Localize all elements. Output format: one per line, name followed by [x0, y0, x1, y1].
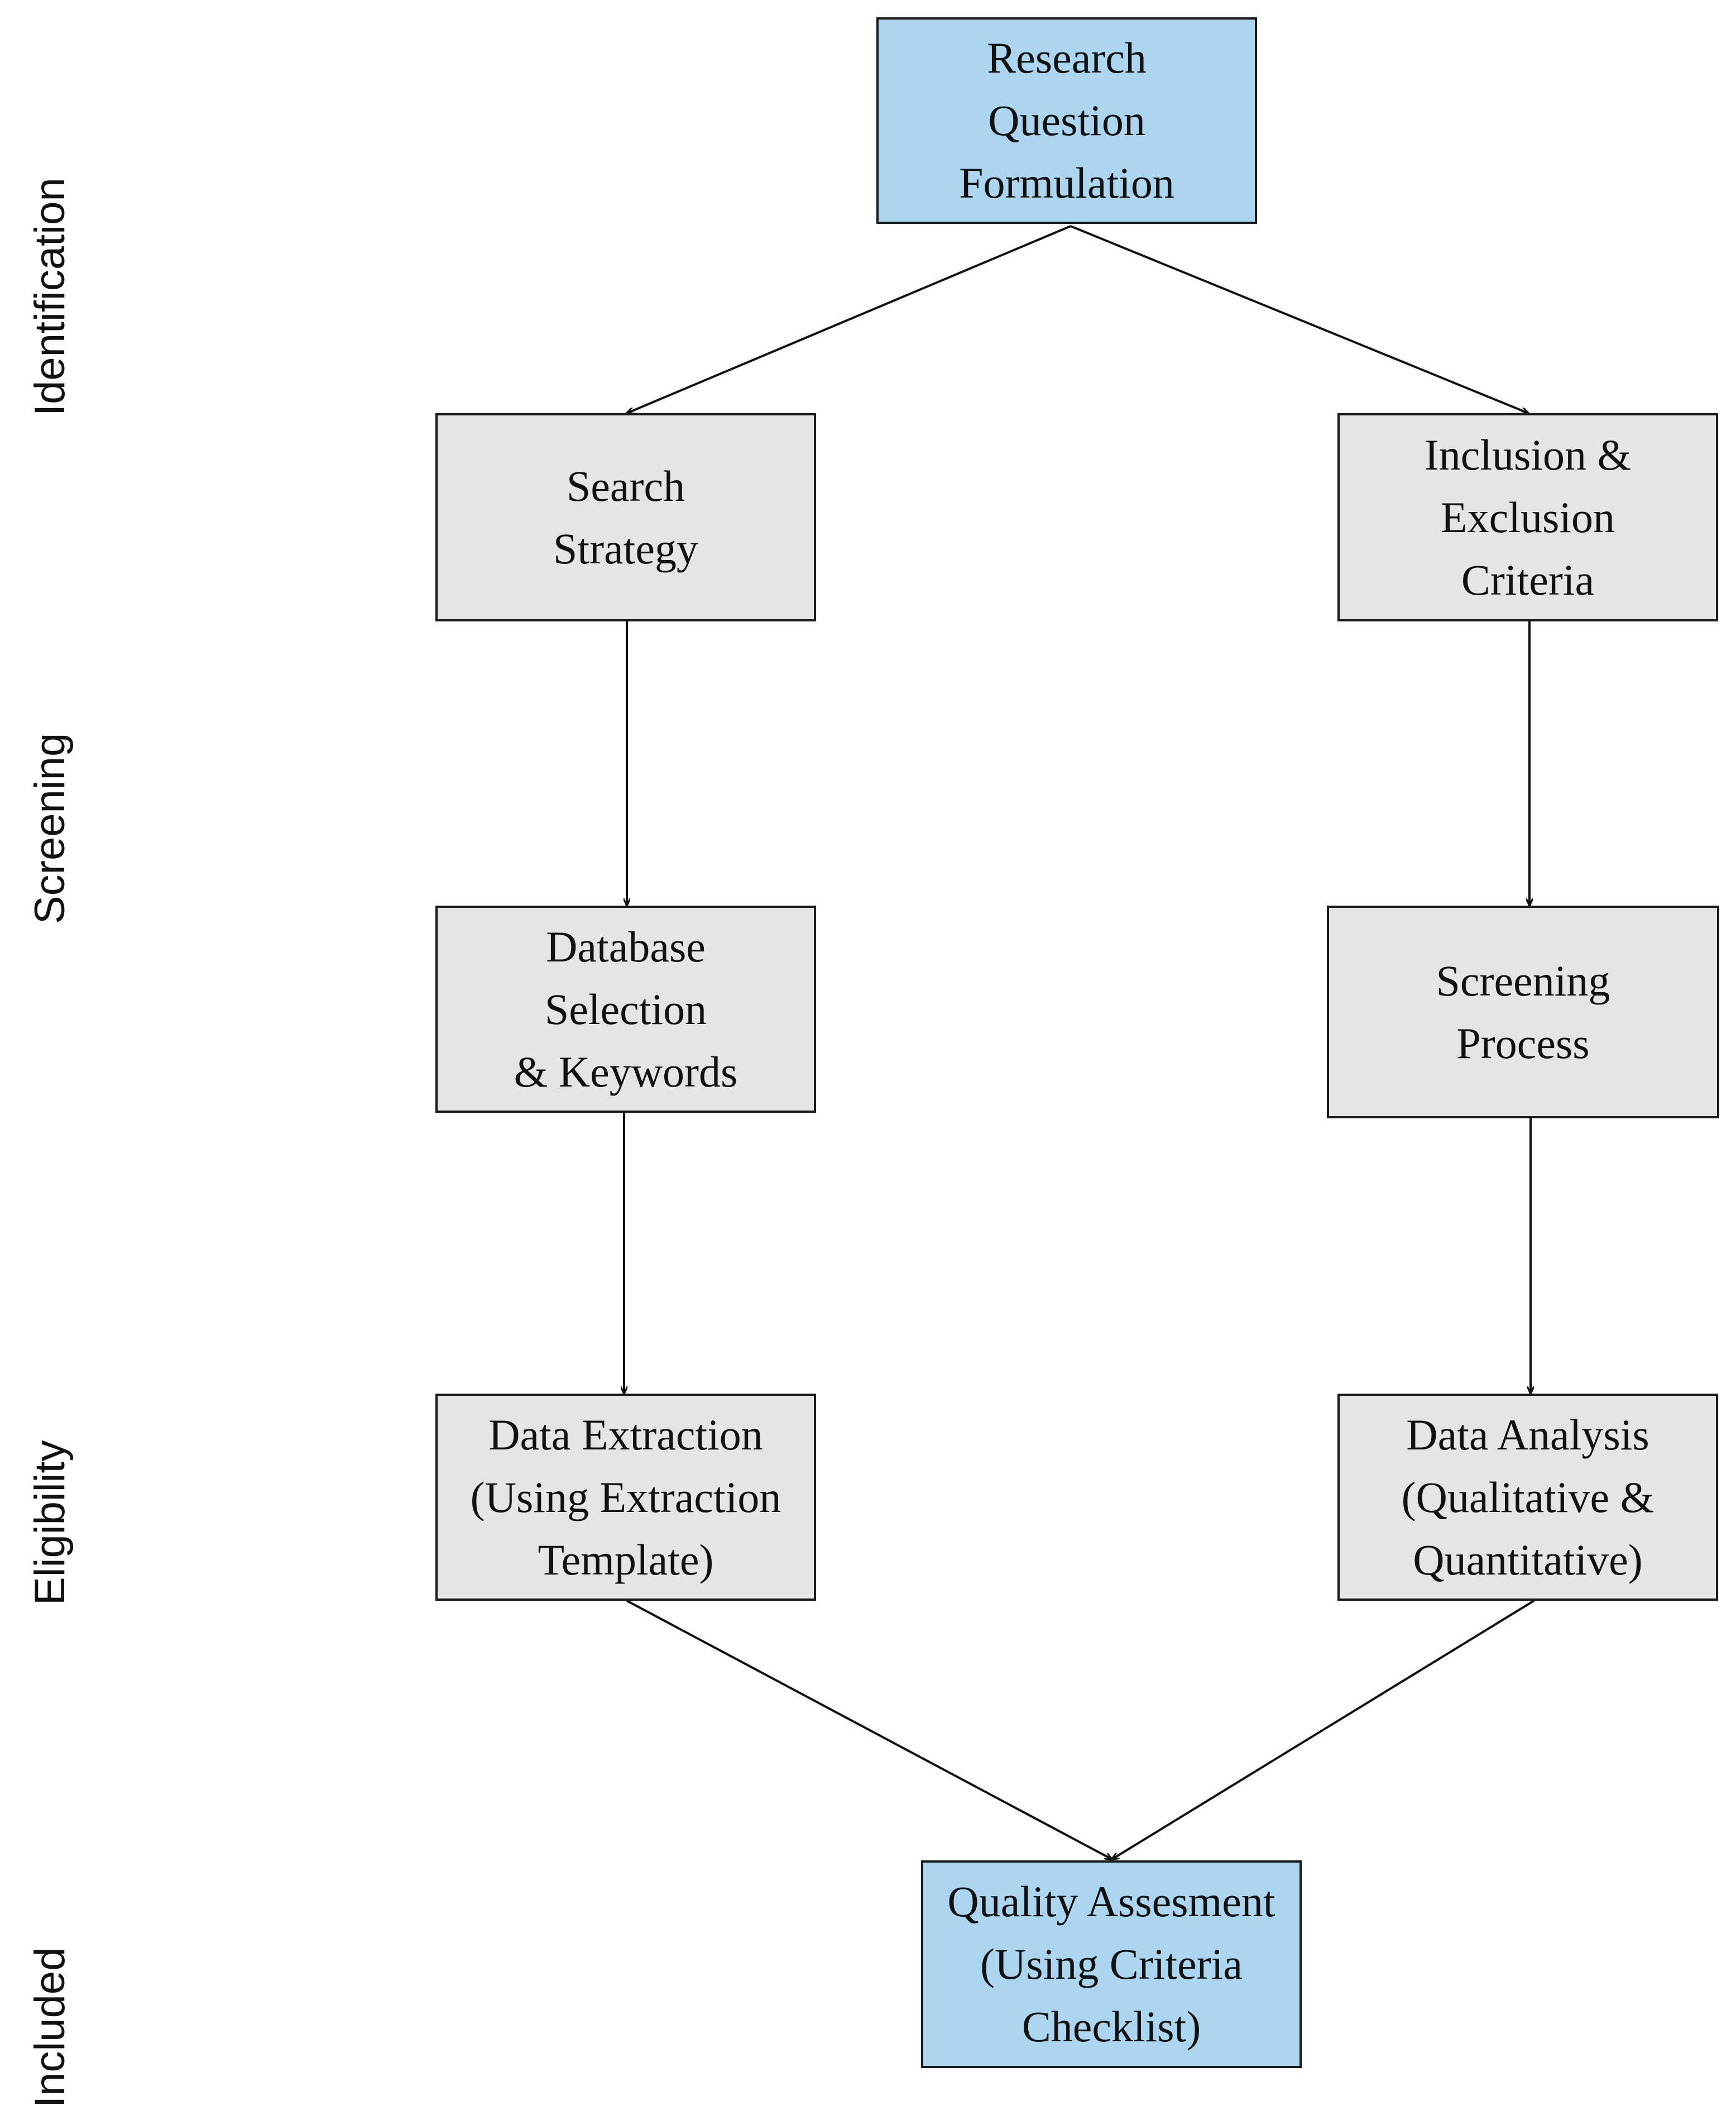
node-text-line: Exclusion [1441, 492, 1615, 542]
node-text-line: Inclusion & [1424, 430, 1632, 479]
node-data-analysis: Data Analysis (Qualitative & Quantitativ… [1337, 1394, 1718, 1601]
node-text-line: (Using Criteria [980, 1940, 1243, 1988]
node-text-line: & Keywords [514, 1047, 738, 1096]
node-text-line: Database [546, 922, 706, 971]
node-text-line: Data Analysis [1406, 1410, 1649, 1459]
node-text-line: Research [987, 34, 1147, 82]
node-text-line: Checklist) [1022, 2002, 1201, 2051]
node-text-line: Quality Assesment [947, 1877, 1275, 1926]
edge-research-to-inclusion [1070, 225, 1528, 413]
node-search-strategy: Search Strategy [435, 413, 816, 621]
edge-research-to-search [627, 225, 1071, 413]
node-text-line: Question [988, 96, 1145, 145]
node-text-line: Selection [544, 984, 707, 1033]
node-text-line: Formulation [959, 159, 1174, 207]
node-text-line: Data Extraction [488, 1410, 763, 1459]
node-screening-process: Screening Process [1327, 906, 1719, 1118]
node-text-line: (Using Extraction [470, 1472, 781, 1521]
node-text-line: Screening [1436, 956, 1610, 1005]
node-data-extraction: Data Extraction (Using Extraction Templa… [435, 1394, 816, 1601]
node-text-line: Template) [538, 1535, 714, 1584]
node-text-line: Strategy [553, 524, 698, 573]
node-research-question-formulation: Research Question Formulation [876, 17, 1257, 224]
node-text-line: (Qualitative & [1401, 1472, 1655, 1521]
node-text-line: Process [1456, 1018, 1590, 1068]
node-text-line: Search [566, 461, 685, 510]
node-quality-assessment: Quality Assesment (Using Criteria Checkl… [921, 1860, 1302, 2068]
node-database-selection-keywords: Database Selection & Keywords [435, 906, 816, 1113]
edge-analysis-to-quality [1112, 1600, 1535, 1859]
edge-extraction-to-quality [626, 1600, 1112, 1859]
node-text-line: Criteria [1461, 555, 1595, 604]
node-text-line: Quantitative) [1413, 1535, 1643, 1584]
node-inclusion-exclusion-criteria: Inclusion & Exclusion Criteria [1337, 413, 1718, 621]
